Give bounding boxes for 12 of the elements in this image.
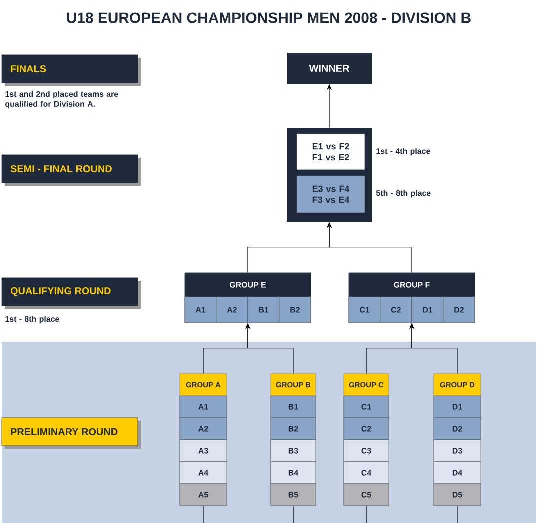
- connector-line: [457, 506, 458, 523]
- title: U18 EUROPEAN CHAMPIONSHIP MEN 2008 - DIVISION B: [67, 12, 471, 24]
- connector-line: [203, 506, 204, 523]
- match-box: E1 vs F2 F1 vs E2: [296, 134, 366, 170]
- connector-line: [366, 506, 367, 523]
- match-box: E3 vs F4 F3 vs E4: [296, 176, 366, 214]
- round-label: QUALIFYING ROUND: [2, 278, 141, 309]
- round-label: PRELIMINARY ROUND: [2, 418, 141, 449]
- round-label: FINALS: [2, 54, 141, 86]
- round-label: SEMI - FINAL ROUND: [2, 154, 141, 186]
- connector-line: [293, 506, 294, 523]
- result-box: WINNER: [287, 53, 372, 84]
